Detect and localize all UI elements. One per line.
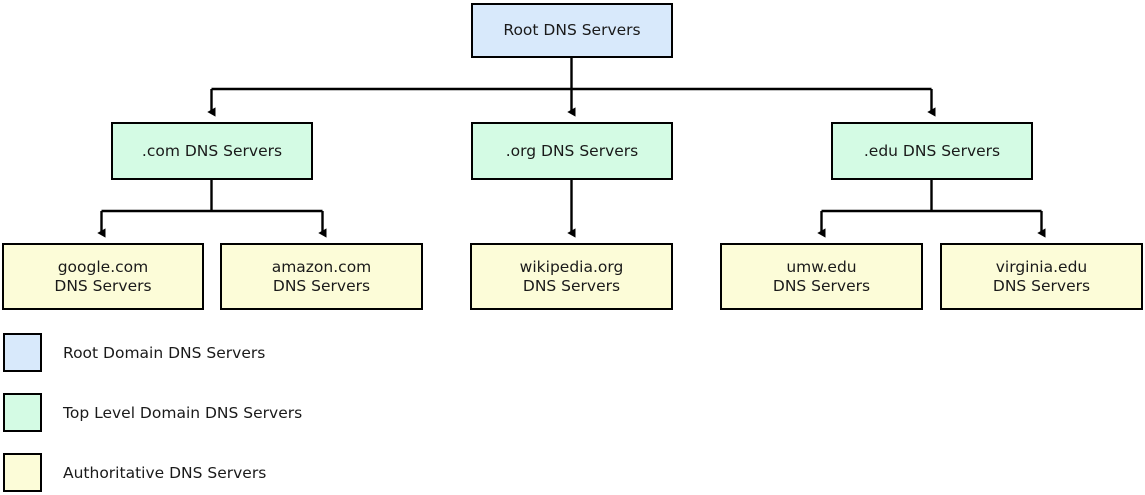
node-label: amazon.com DNS Servers bbox=[271, 257, 372, 295]
legend-item-authoritative: Authoritative DNS Servers bbox=[3, 453, 266, 492]
node-amazon-com-dns-servers[interactable]: amazon.com DNS Servers bbox=[220, 243, 423, 310]
node-org-dns-servers[interactable]: .org DNS Servers bbox=[471, 122, 673, 180]
legend-label: Top Level Domain DNS Servers bbox=[63, 403, 303, 422]
legend-label: Root Domain DNS Servers bbox=[63, 343, 266, 362]
node-label: .edu DNS Servers bbox=[863, 141, 1001, 160]
node-label: Root DNS Servers bbox=[503, 21, 641, 39]
node-label: virginia.edu DNS Servers bbox=[992, 257, 1091, 295]
node-root-dns-servers[interactable]: Root DNS Servers bbox=[471, 3, 673, 58]
node-label: .org DNS Servers bbox=[505, 141, 639, 160]
node-google-com-dns-servers[interactable]: google.com DNS Servers bbox=[2, 243, 204, 310]
legend-swatch-top-level-domain bbox=[3, 393, 42, 432]
legend-swatch-authoritative bbox=[3, 453, 42, 492]
node-wikipedia-org-dns-servers[interactable]: wikipedia.org DNS Servers bbox=[470, 243, 673, 310]
node-umw-edu-dns-servers[interactable]: umw.edu DNS Servers bbox=[720, 243, 923, 310]
node-label: umw.edu DNS Servers bbox=[772, 257, 871, 295]
node-label: wikipedia.org DNS Servers bbox=[519, 257, 624, 295]
node-edu-dns-servers[interactable]: .edu DNS Servers bbox=[831, 122, 1033, 180]
legend-item-top-level-domain: Top Level Domain DNS Servers bbox=[3, 393, 302, 432]
node-label: google.com DNS Servers bbox=[54, 257, 152, 295]
legend-swatch-root-domain bbox=[3, 333, 42, 372]
legend-label: Authoritative DNS Servers bbox=[63, 463, 267, 482]
legend-item-root-domain: Root Domain DNS Servers bbox=[3, 333, 265, 372]
node-virginia-edu-dns-servers[interactable]: virginia.edu DNS Servers bbox=[940, 243, 1143, 310]
node-com-dns-servers[interactable]: .com DNS Servers bbox=[111, 122, 313, 180]
node-label: .com DNS Servers bbox=[141, 141, 283, 160]
